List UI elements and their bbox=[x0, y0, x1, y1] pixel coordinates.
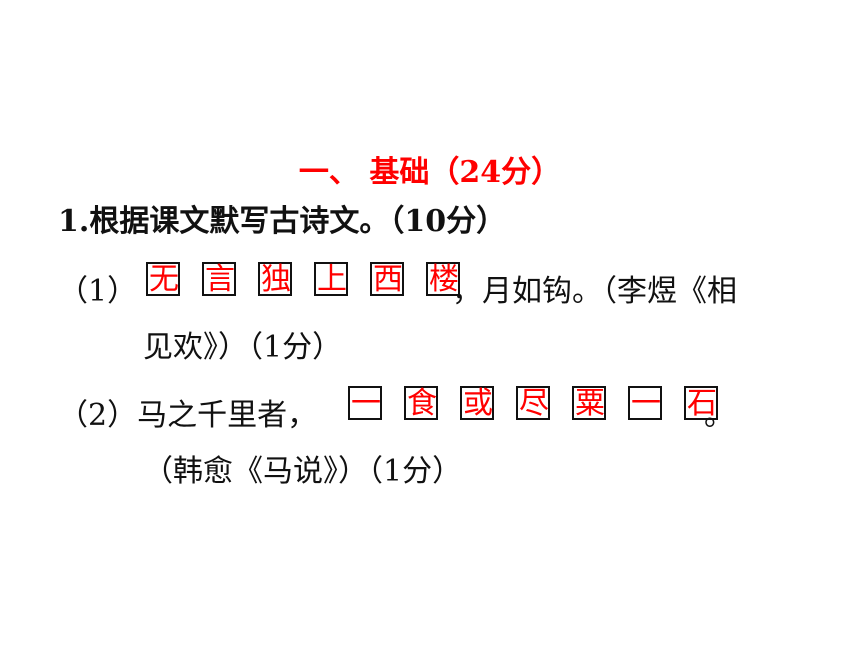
answer-box: 一 bbox=[348, 386, 382, 421]
answer-char: 尽 bbox=[519, 386, 549, 421]
answer-char: 一 bbox=[351, 386, 381, 421]
question-heading: 1.根据课文默写古诗文。（10分） bbox=[58, 204, 507, 239]
item1-number: （1） bbox=[58, 274, 138, 309]
item1-continuation: ，月如钩。（李煜《相 bbox=[452, 274, 737, 309]
item2-answer-boxes: 一 食 或 尽 粟 一 石 bbox=[348, 386, 718, 421]
answer-box: 言 bbox=[202, 262, 236, 297]
answer-char: 粟 bbox=[575, 386, 605, 421]
answer-box: 或 bbox=[460, 386, 494, 421]
answer-box: 独 bbox=[258, 262, 292, 297]
section-title: 一、 基础（24分） bbox=[298, 155, 562, 190]
answer-char: 无 bbox=[149, 262, 179, 297]
answer-char: 石 bbox=[687, 386, 717, 421]
item1-source: 见欢》）（1分） bbox=[143, 330, 343, 365]
answer-box: 石 bbox=[684, 386, 718, 421]
answer-box: 一 bbox=[628, 386, 662, 421]
answer-char: 食 bbox=[407, 386, 437, 421]
item2-continuation: 。 bbox=[704, 398, 734, 433]
answer-char: 上 bbox=[317, 262, 347, 297]
answer-box: 食 bbox=[404, 386, 438, 421]
item2-prefix: （2）马之千里者， bbox=[58, 398, 318, 433]
answer-char: 言 bbox=[205, 262, 235, 297]
answer-char: 西 bbox=[373, 262, 403, 297]
answer-box: 西 bbox=[370, 262, 404, 297]
answer-box: 尽 bbox=[516, 386, 550, 421]
answer-char: 一 bbox=[631, 386, 661, 421]
item2-source: （韩愈《马说》）（1分） bbox=[143, 454, 463, 489]
answer-box: 楼 bbox=[426, 262, 460, 297]
item1-answer-boxes: 无 言 独 上 西 楼 bbox=[146, 262, 460, 297]
answer-box: 无 bbox=[146, 262, 180, 297]
answer-box: 粟 bbox=[572, 386, 606, 421]
answer-char: 独 bbox=[261, 262, 291, 297]
answer-box: 上 bbox=[314, 262, 348, 297]
answer-char: 楼 bbox=[429, 262, 459, 297]
answer-char: 或 bbox=[463, 386, 493, 421]
